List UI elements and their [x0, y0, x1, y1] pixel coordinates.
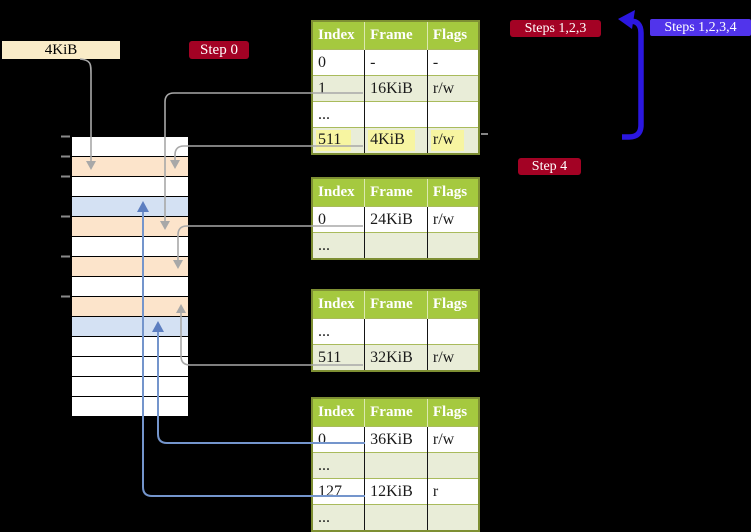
cell-index: ... — [312, 101, 366, 128]
cell-frame: 16KiB — [364, 75, 428, 102]
column-header-index: Index — [312, 178, 366, 207]
page-size-label: 4KiB — [2, 41, 120, 59]
table-header-row: Index Frame Flags — [312, 21, 479, 50]
column-header-frame: Frame — [364, 21, 428, 50]
cell-frame — [364, 318, 428, 345]
column-header-index: Index — [312, 21, 366, 50]
memory-tick-marks — [61, 135, 70, 298]
cell-frame — [364, 452, 428, 479]
highlighted-cell-index: 511 — [316, 130, 352, 151]
memory-cell-5 — [71, 237, 189, 257]
memory-cell-7 — [71, 277, 189, 297]
cell-index: ... — [312, 232, 366, 259]
memory-cell-8 — [71, 297, 189, 317]
cell-flags: r/w — [427, 344, 479, 371]
column-header-flags: Flags — [427, 290, 479, 319]
cell-frame — [364, 101, 428, 128]
steps-1-2-3-badge: Steps 1,2,3 — [510, 20, 601, 37]
cell-flags: - — [427, 49, 479, 76]
cell-flags: r/w — [427, 206, 479, 233]
cell-flags — [427, 101, 479, 128]
cell-index: 0 — [312, 426, 366, 453]
table-row: 0 - - — [312, 49, 479, 76]
cell-frame: 32KiB — [364, 344, 428, 371]
cell-flags — [427, 452, 479, 479]
column-header-frame: Frame — [364, 398, 428, 427]
table-row: ... — [312, 452, 479, 479]
memory-cell-6 — [71, 257, 189, 277]
cell-index: 511 — [312, 344, 366, 371]
memory-cell-4 — [71, 217, 189, 237]
page-table-4: Index Frame Flags 0 36KiB r/w ... 127 12… — [311, 397, 480, 532]
table-row: ... — [312, 232, 479, 259]
cell-index: 1 — [312, 75, 366, 102]
memory-cell-3 — [71, 197, 189, 217]
cell-frame: 12KiB — [364, 478, 428, 505]
table-header-row: Index Frame Flags — [312, 178, 479, 207]
table-header-row: Index Frame Flags — [312, 398, 479, 427]
cell-flags: r — [427, 478, 479, 505]
cell-frame — [364, 232, 428, 259]
cell-index: ... — [312, 318, 366, 345]
cell-index: 0 — [312, 206, 366, 233]
steps-1-2-3-4-badge: Steps 1,2,3,4 — [650, 19, 751, 36]
table-row: 0 36KiB r/w — [312, 426, 479, 453]
table-row: 1 16KiB r/w — [312, 75, 479, 102]
cell-index: ... — [312, 452, 366, 479]
memory-cell-11 — [71, 357, 189, 377]
memory-cell-12 — [71, 377, 189, 397]
column-header-flags: Flags — [427, 21, 479, 50]
table-row: 0 24KiB r/w — [312, 206, 479, 233]
table-header-row: Index Frame Flags — [312, 290, 479, 319]
table-row: ... — [312, 318, 479, 345]
table-row: 511 32KiB r/w — [312, 344, 479, 371]
cell-frame: 36KiB — [364, 426, 428, 453]
step-0-badge: Step 0 — [189, 41, 249, 59]
cell-frame: 24KiB — [364, 206, 428, 233]
cell-flags: r/w — [427, 75, 479, 102]
column-header-frame: Frame — [364, 178, 428, 207]
column-header-flags: Flags — [427, 178, 479, 207]
page-table-3: Index Frame Flags ... 511 32KiB r/w — [311, 289, 480, 372]
table-row: ... — [312, 504, 479, 531]
column-header-frame: Frame — [364, 290, 428, 319]
table-row-highlighted: 511 4KiB r/w — [312, 127, 479, 154]
cell-flags — [427, 232, 479, 259]
cell-frame: - — [364, 49, 428, 76]
column-header-flags: Flags — [427, 398, 479, 427]
page-table-1: Index Frame Flags 0 - - 1 16KiB r/w ... … — [311, 20, 480, 155]
memory-cell-1 — [71, 157, 189, 177]
table-row: ... — [312, 101, 479, 128]
cell-index: ... — [312, 504, 366, 531]
memory-cell-13 — [71, 397, 189, 417]
cell-index: 127 — [312, 478, 366, 505]
step-4-badge: Step 4 — [518, 158, 581, 175]
highlighted-cell-frame: 4KiB — [368, 130, 415, 151]
memory-cell-0 — [71, 137, 189, 157]
cell-flags — [427, 504, 479, 531]
steps-loop-arrow — [618, 10, 644, 140]
cell-flags: r/w — [427, 426, 479, 453]
table-row: 127 12KiB r — [312, 478, 479, 505]
memory-cell-2 — [71, 177, 189, 197]
cell-index: 0 — [312, 49, 366, 76]
column-header-index: Index — [312, 290, 366, 319]
page-table-2: Index Frame Flags 0 24KiB r/w ... — [311, 177, 480, 260]
cell-frame — [364, 504, 428, 531]
memory-cell-10 — [71, 337, 189, 357]
memory-column — [71, 136, 189, 417]
highlighted-cell-flags: r/w — [430, 130, 465, 151]
cell-flags — [427, 318, 479, 345]
memory-cell-9 — [71, 317, 189, 337]
column-header-index: Index — [312, 398, 366, 427]
